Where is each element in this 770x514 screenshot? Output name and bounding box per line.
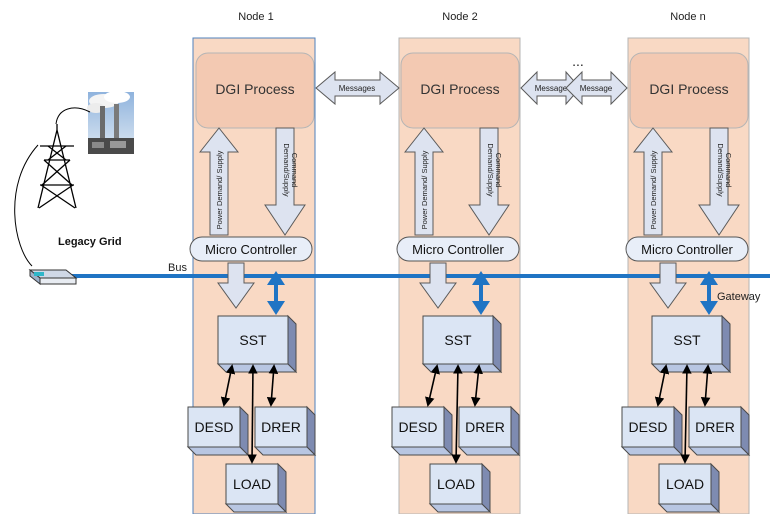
power-demand-label-2: Power Demand/ Supply — [420, 150, 429, 229]
sst-box-2: SST — [421, 314, 503, 374]
sst-drer-connector-n — [700, 364, 713, 407]
node-title-1: Node 1 — [238, 11, 273, 23]
micro-controller-label-2: Micro Controller — [412, 242, 504, 257]
power-plant-icon — [87, 91, 134, 154]
desd-box-2: DESD — [390, 405, 454, 457]
drer-box-n: DRER — [687, 405, 751, 457]
demand-command-label-1b: Command — [290, 153, 299, 188]
dgi-process-box-1 — [195, 52, 315, 129]
demand-command-arrow-2 — [468, 127, 510, 236]
legacy-grid-label: Legacy Grid — [58, 236, 122, 248]
micro-controller-2 — [396, 236, 520, 262]
micro-controller-n — [625, 236, 749, 262]
desd-box-1-label: DESD — [195, 419, 234, 435]
load-box-2-label: LOAD — [437, 476, 475, 492]
desd-box-2-label: DESD — [399, 419, 438, 435]
grid-connection-line — [55, 107, 91, 125]
power-demand-arrow-1 — [198, 127, 240, 236]
power-demand-label-n: Power Demand/ Supply — [649, 150, 658, 229]
demand-command-label-2a: Demand/Supply — [486, 143, 495, 197]
message-arrow-right — [565, 70, 628, 106]
controller-sst-arrow-1 — [217, 262, 255, 309]
drer-box-2-label: DRER — [465, 419, 505, 435]
demand-command-label-nb: Command — [724, 153, 733, 188]
sst-box-2-label: SST — [444, 332, 472, 348]
gateway-device-icon — [28, 268, 78, 286]
desd-box-n: DESD — [620, 405, 684, 457]
desd-box-1: DESD — [186, 405, 250, 457]
sst-desd-connector-1 — [220, 364, 236, 407]
dgi-process-box-n — [629, 52, 749, 129]
sst-drer-connector-2 — [471, 364, 483, 407]
demand-command-label-1a: Demand/Supply — [282, 143, 291, 197]
sst-box-1-label: SST — [239, 332, 267, 348]
message-label-left: Message — [535, 84, 568, 93]
demand-command-label-na: Demand/Supply — [716, 143, 725, 197]
bus-double-arrow-1 — [267, 271, 285, 315]
dgi-process-box-2 — [400, 52, 520, 129]
sst-drer-connector-1 — [266, 364, 279, 407]
drer-box-2: DRER — [457, 405, 521, 457]
sst-box-n: SST — [650, 314, 732, 374]
drer-box-1-label: DRER — [261, 419, 301, 435]
sst-load-connector-1 — [247, 364, 258, 464]
dgi-process-label-n: DGI Process — [649, 81, 728, 97]
messages-arrow — [315, 70, 400, 106]
demand-command-arrow-1 — [264, 127, 306, 236]
grid-connection-line-2 — [14, 144, 39, 267]
bus-double-arrow-n — [700, 271, 718, 315]
demand-command-arrow-n — [698, 127, 740, 236]
power-demand-arrow-2 — [403, 127, 445, 236]
load-box-2: LOAD — [428, 462, 492, 514]
ellipsis-label: ... — [572, 53, 584, 69]
drer-box-n-label: DRER — [695, 419, 735, 435]
sst-box-n-label: SST — [673, 332, 701, 348]
node-title-2: Node 2 — [442, 11, 477, 23]
demand-command-label-2b: Command — [494, 153, 503, 188]
drer-box-1: DRER — [253, 405, 317, 457]
micro-controller-label-n: Micro Controller — [641, 242, 733, 257]
transmission-tower-icon — [37, 124, 77, 209]
sst-load-connector-n — [680, 364, 692, 464]
dgi-process-label-1: DGI Process — [215, 81, 294, 97]
micro-controller-label-1: Micro Controller — [205, 242, 297, 257]
sst-box-1: SST — [216, 314, 298, 374]
controller-sst-arrow-2 — [419, 262, 457, 309]
bus-double-arrow-2 — [472, 271, 490, 315]
sst-desd-connector-n — [654, 364, 670, 407]
message-label-right: Message — [580, 84, 613, 93]
controller-sst-arrow-n — [649, 262, 687, 309]
gateway-label: Gateway — [717, 291, 761, 303]
messages-label: Messages — [339, 84, 375, 93]
micro-controller-1 — [189, 236, 313, 262]
sst-desd-connector-2 — [425, 364, 440, 407]
load-box-1: LOAD — [224, 462, 288, 514]
load-box-1-label: LOAD — [233, 476, 271, 492]
dgi-process-label-2: DGI Process — [420, 81, 499, 97]
desd-box-n-label: DESD — [629, 419, 668, 435]
load-box-n: LOAD — [657, 462, 721, 514]
load-box-n-label: LOAD — [666, 476, 704, 492]
bus-label: Bus — [168, 262, 187, 274]
node-title-n: Node n — [670, 11, 705, 23]
power-demand-label-1: Power Demand/ Supply — [215, 150, 224, 229]
sst-load-connector-2 — [451, 364, 463, 464]
power-demand-arrow-n — [632, 127, 674, 236]
